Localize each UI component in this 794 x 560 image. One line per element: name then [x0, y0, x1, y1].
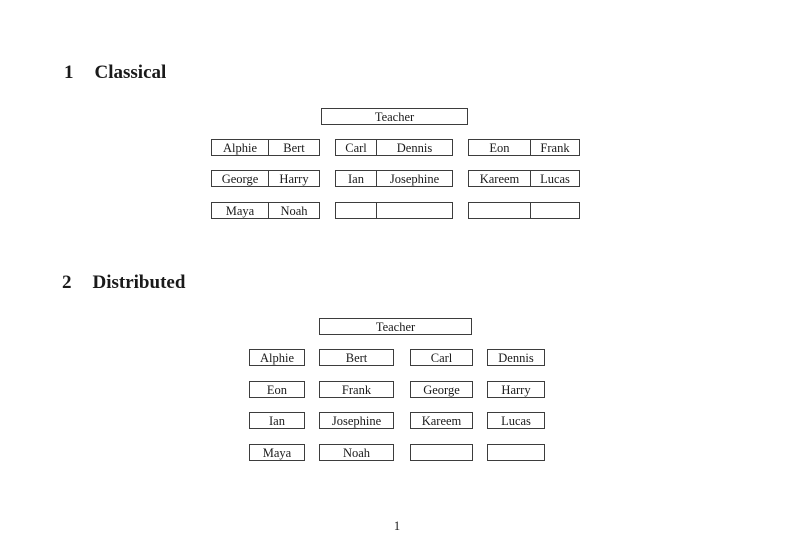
page-number: 1: [393, 519, 401, 533]
seat-box: George: [410, 381, 473, 398]
section-2-heading: 2 Distributed: [62, 272, 185, 293]
section-1-number: 1: [64, 62, 74, 83]
seat-box-empty: [487, 444, 545, 461]
desk-seat-right: [531, 203, 579, 218]
desk-seat-left: Eon: [469, 140, 531, 155]
seat-box: Bert: [319, 349, 394, 366]
seat-box: Maya: [249, 444, 305, 461]
desk-box: George Harry: [211, 170, 320, 187]
seat-box: Carl: [410, 349, 473, 366]
seat-box-empty: [410, 444, 473, 461]
seat-box: Josephine: [319, 412, 394, 429]
desk-box-empty: [335, 202, 453, 219]
desk-seat-right: Dennis: [396, 140, 433, 155]
desk-seat-left: Kareem: [469, 171, 531, 186]
section-2-title: Distributed: [92, 272, 186, 293]
seat-box: Frank: [319, 381, 394, 398]
desk-seat-right: Frank: [540, 140, 570, 155]
desk-box: Maya Noah: [211, 202, 320, 219]
seat-box: Eon: [249, 381, 305, 398]
seat-box: Dennis: [487, 349, 545, 366]
desk-box: Eon Frank: [468, 139, 580, 156]
desk-seat-left: [469, 203, 531, 218]
seat-box: Ian: [249, 412, 305, 429]
desk-seat-right: Noah: [280, 203, 308, 218]
desk-seat-left: Alphie: [212, 140, 269, 155]
teacher-box-distributed: Teacher: [319, 318, 472, 335]
desk-box-empty: [468, 202, 580, 219]
seat-box: Noah: [319, 444, 394, 461]
teacher-box-classical: Teacher: [321, 108, 468, 125]
section-1-title: Classical: [94, 62, 167, 83]
desk-seat-left: [336, 203, 377, 218]
desk-seat-left: George: [212, 171, 269, 186]
seat-box: Alphie: [249, 349, 305, 366]
desk-box: Carl Dennis: [335, 139, 453, 156]
desk-box: Alphie Bert: [211, 139, 320, 156]
section-1-heading: 1 Classical: [64, 62, 166, 83]
teacher-label: Teacher: [374, 109, 415, 124]
desk-seat-left: Ian: [336, 171, 377, 186]
desk-seat-right: [377, 203, 452, 218]
desk-seat-right: Josephine: [389, 171, 440, 186]
teacher-label: Teacher: [375, 319, 416, 334]
desk-seat-left: Carl: [336, 140, 377, 155]
seat-box: Lucas: [487, 412, 545, 429]
desk-box: Ian Josephine: [335, 170, 453, 187]
seat-box: Kareem: [410, 412, 473, 429]
desk-seat-right: Lucas: [540, 171, 570, 186]
desk-box: Kareem Lucas: [468, 170, 580, 187]
section-2-number: 2: [62, 272, 72, 293]
desk-seat-right: Harry: [279, 171, 309, 186]
desk-seat-right: Bert: [283, 140, 305, 155]
seat-box: Harry: [487, 381, 545, 398]
desk-seat-left: Maya: [212, 203, 269, 218]
